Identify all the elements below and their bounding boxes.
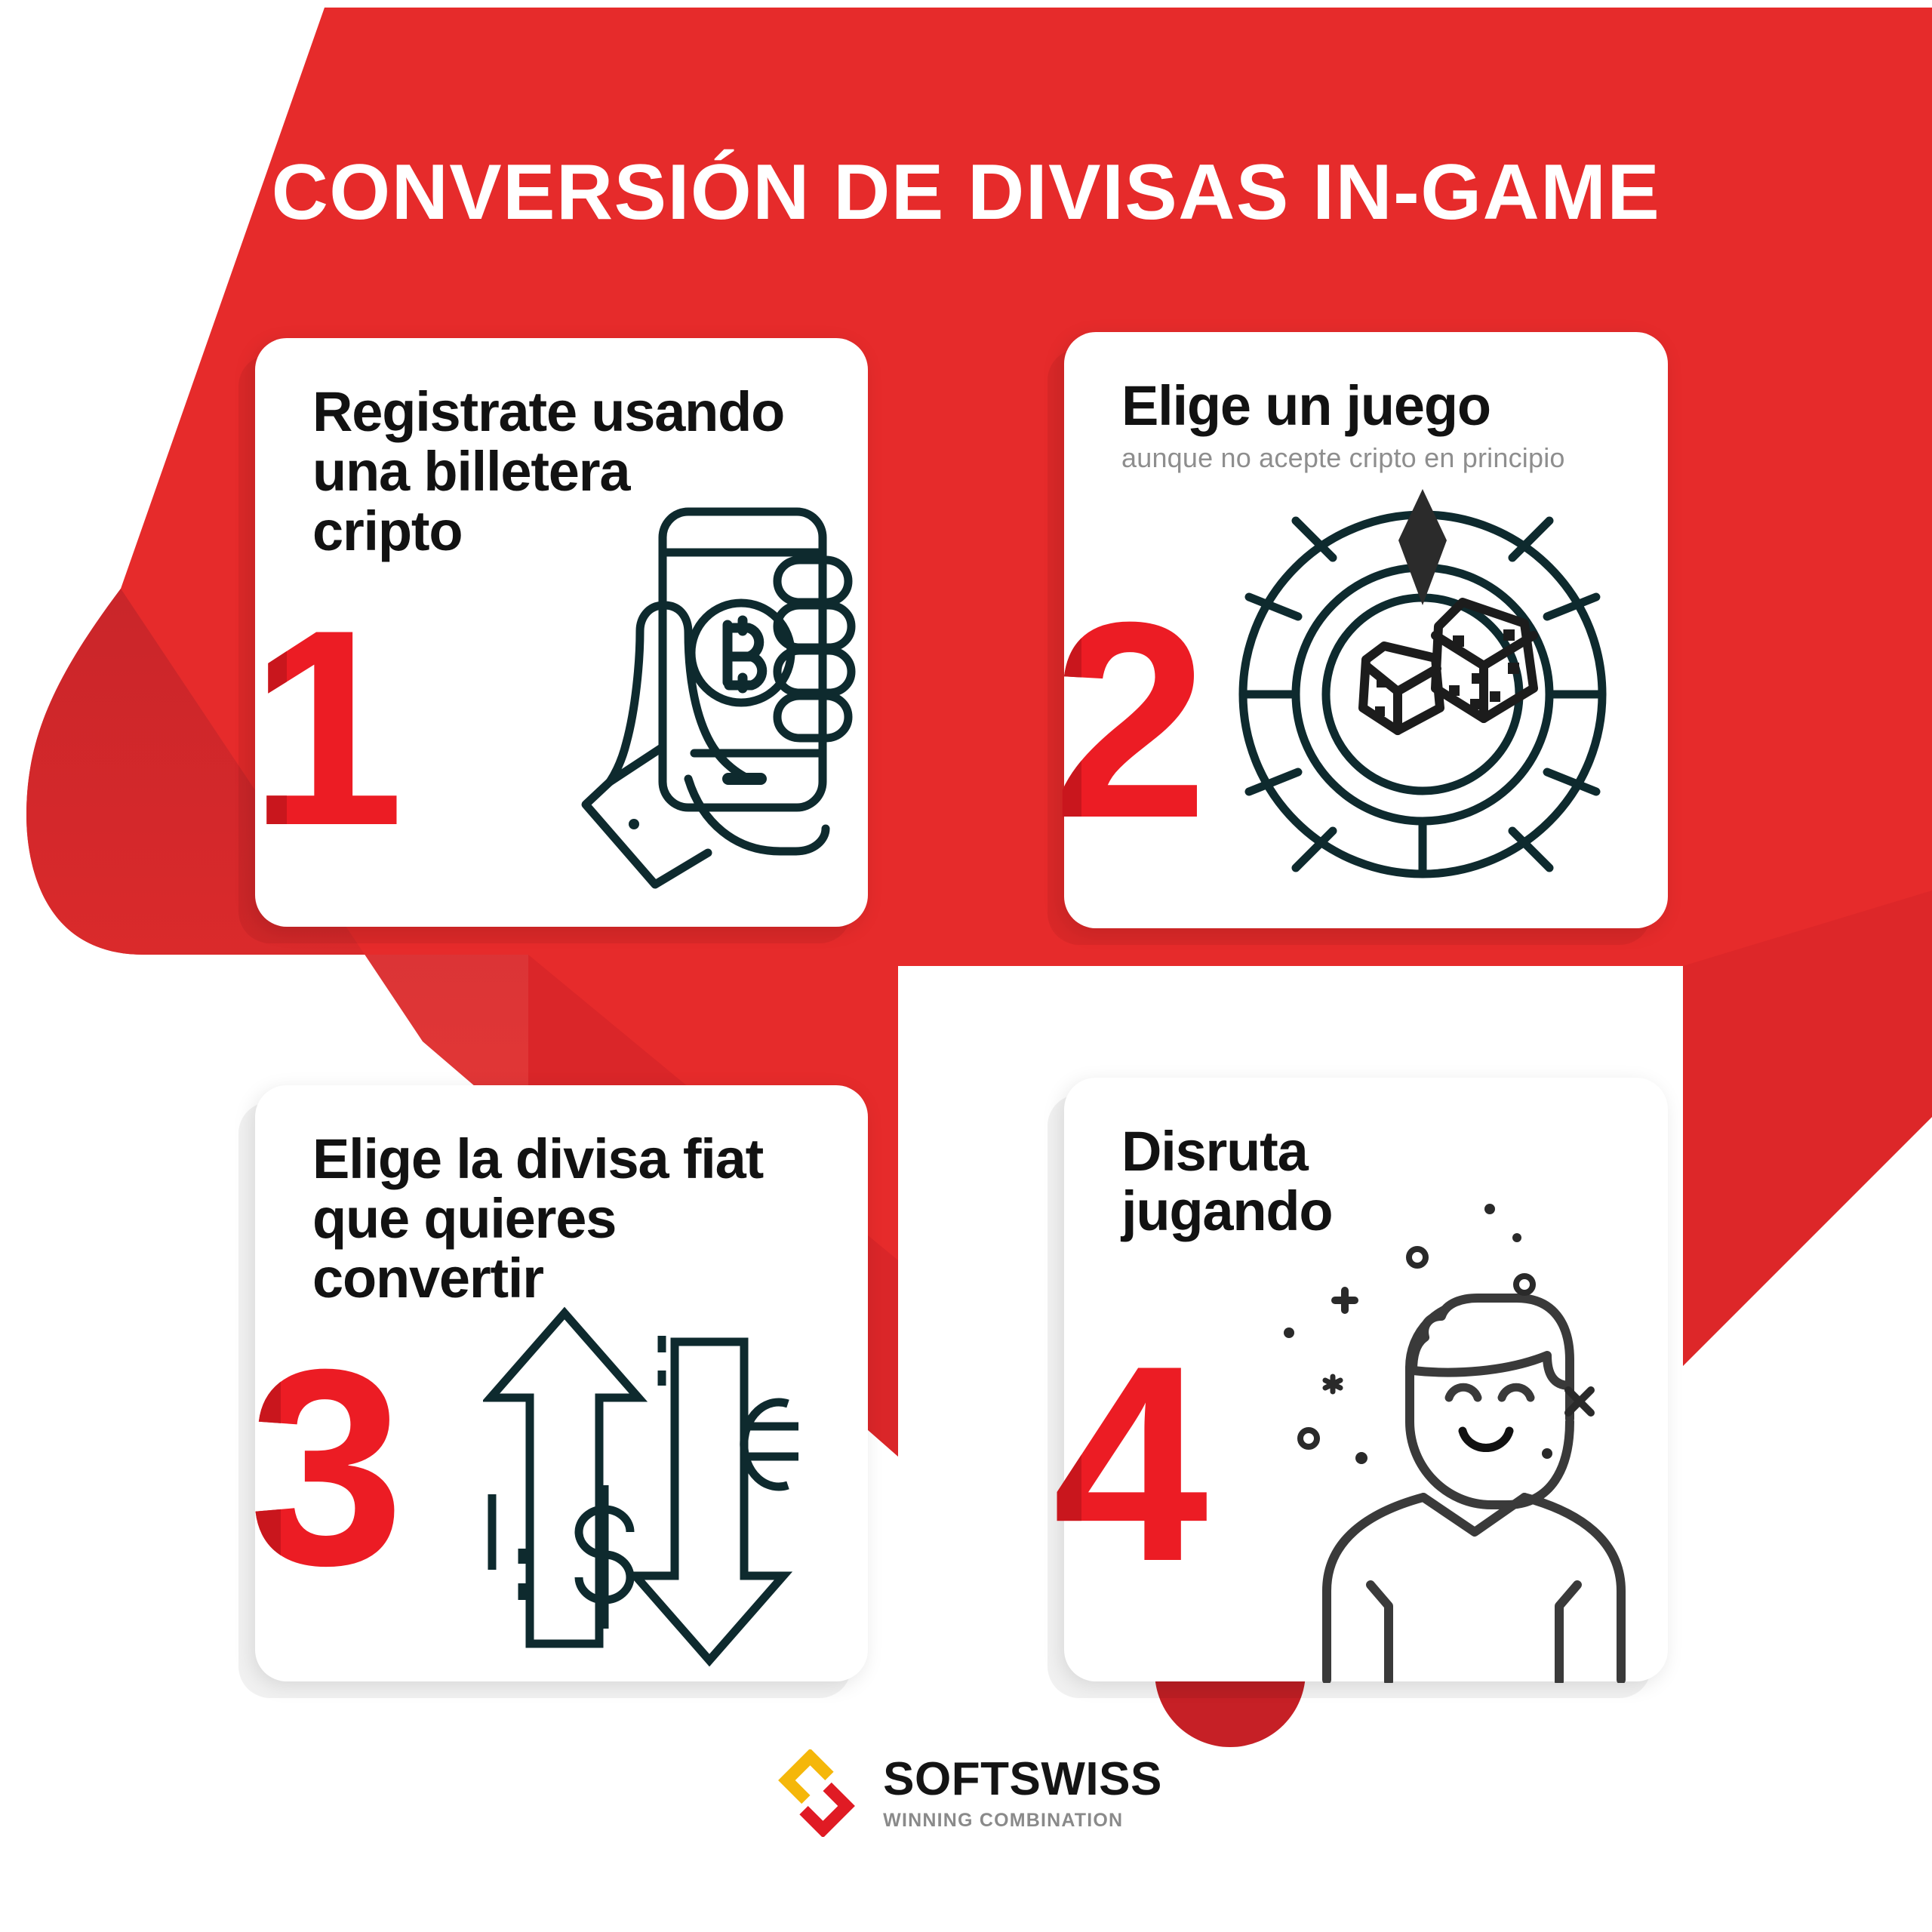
currency-exchange-arrows-icon [481,1306,800,1668]
step-number-2-shadow: 2 [1053,581,1081,860]
step-number-4-shadow-clip: 4 [1053,1324,1081,1611]
step-number-3: 3 [249,1312,405,1623]
step-card-2[interactable]: Elige un juego aunque no acepte cripto e… [1064,332,1668,928]
card-1-header: Registrate usando una billetera cripto [312,382,838,561]
happy-player-icon [1275,1192,1668,1686]
hand-holding-phone-bitcoin-icon [574,498,860,898]
page-title: CONVERSIÓN DE DIVISAS IN-GAME [271,149,1661,236]
footer-logo: SOFTSWISS WINNING COMBINATION [0,1749,1932,1837]
card-2-title: Elige un juego [1121,374,1491,437]
softswiss-logo-mark [778,1749,856,1837]
card-1-title: Registrate usando una billetera cripto [312,380,785,563]
card-3-title: Elige la divisa fiat que quieres convert… [312,1128,764,1310]
step-number-1-shadow-clip: 1 [249,589,287,875]
card-3-header: Elige la divisa fiat que quieres convert… [312,1129,838,1309]
card-2-header: Elige un juego aunque no acepte cripto e… [1121,376,1638,474]
step-number-3-shadow: 3 [249,1328,281,1607]
step-number-4: 4 [1053,1308,1208,1620]
step-card-3[interactable]: Elige la divisa fiat que quieres convert… [255,1085,868,1681]
card-4-header: Disruta jugando [1121,1121,1638,1241]
step-number-2-shadow-clip: 2 [1053,581,1081,868]
step-card-1[interactable]: Registrate usando una billetera cripto [255,338,868,927]
logo-wordmark: SOFTSWISS [883,1753,1162,1805]
step-number-1: 1 [249,572,405,884]
logo-tagline: WINNING COMBINATION [883,1810,1124,1831]
card-4-title: Disruta jugando [1121,1120,1334,1243]
step-number-1-shadow: 1 [249,589,287,868]
card-2-subtitle: aunque no acepte cripto en principio [1121,442,1565,474]
step-number-2: 2 [1053,565,1208,876]
step-number-4-shadow: 4 [1053,1324,1081,1604]
fortune-wheel-dice-icon [1223,468,1623,891]
softswiss-logo-text: SOFTSWISS WINNING COMBINATION [883,1756,1162,1830]
step-number-3-shadow-clip: 3 [249,1328,281,1615]
